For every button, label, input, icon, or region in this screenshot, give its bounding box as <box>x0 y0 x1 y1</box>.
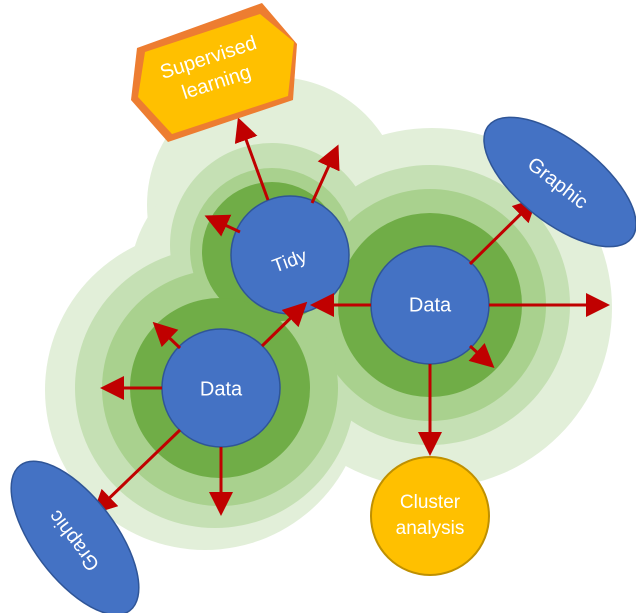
arrow-tidy-up-right <box>310 144 340 204</box>
graphic-node-bottom-left[interactable]: Graphic <box>0 441 163 613</box>
arrow-data-left-up-left <box>152 321 182 350</box>
arrow-data-right-to-graphic <box>468 197 538 266</box>
arrow-tidy-to-supervised <box>234 117 270 201</box>
tidy-node[interactable]: Tidy <box>230 195 350 315</box>
cluster-analysis-node[interactable]: Cluster analysis <box>370 456 490 576</box>
cluster-label-line1: Cluster <box>400 492 461 513</box>
data-node-left[interactable]: Data <box>161 328 281 448</box>
cluster-label-line2: analysis <box>396 518 465 539</box>
data-left-label: Data <box>200 378 243 400</box>
arrow-tidy-left <box>204 214 241 237</box>
arrow-data-left-up-right <box>260 301 308 348</box>
arrow-data-right-down-right <box>468 343 495 369</box>
arrow-data-left-to-graphic <box>92 428 182 515</box>
arrows <box>92 117 610 516</box>
supervised-learning-node[interactable]: Supervised learning <box>131 3 297 142</box>
graphic-node-top-right[interactable]: Graphic <box>463 94 636 271</box>
data-right-label: Data <box>409 294 452 316</box>
